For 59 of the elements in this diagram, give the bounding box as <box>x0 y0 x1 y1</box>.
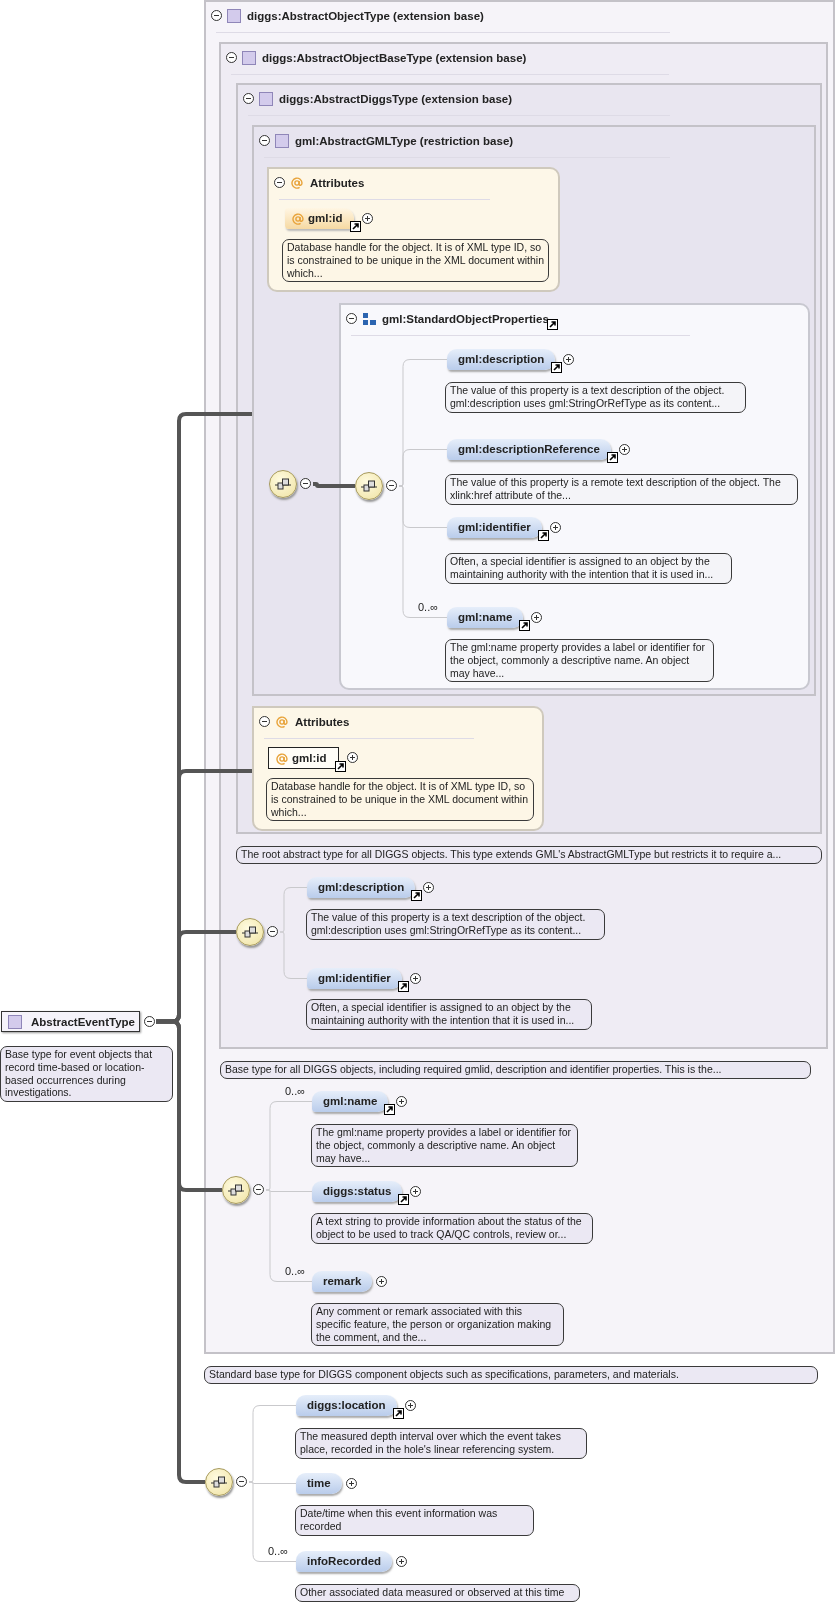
attribute-name: gml:id <box>292 751 327 765</box>
description-callout: Often, a special identifier is assigned to an object by the maintaining authority with the intention that it is used in... <box>445 553 732 584</box>
description-callout: The gml:name property provides a label or identifier for the object, commonly a descriptive name. An object may have... <box>311 1124 578 1168</box>
connector-line <box>265 1189 313 1282</box>
cardinality-label: 0..∞ <box>285 1265 306 1277</box>
type-heading: Attributes <box>310 176 365 190</box>
description-callout: Database handle for the object. It is of XML type ID, so is constrained to be unique in the XML document within which... <box>266 778 534 822</box>
description-callout: Any comment or remark associated with this specific feature, the person or organization making the comment, and the... <box>311 1303 564 1347</box>
attribute-name: gml:id <box>308 211 343 225</box>
cardinality-label: 0..∞ <box>268 1545 289 1557</box>
attributes-box <box>267 167 560 292</box>
description-callout: The value of this property is a text description of the object. gml:description uses gml:StringOrRefType as its content... <box>306 909 605 940</box>
complex-type-box <box>204 0 835 1354</box>
element-node: time <box>296 1473 342 1494</box>
connector-line <box>156 1019 205 1484</box>
element-node: gml:name <box>312 1091 389 1112</box>
connector-line <box>248 1481 297 1562</box>
description-callout: The gml:name property provides a label or identifier for the object, commonly a descriptive name. An object may have... <box>445 639 714 683</box>
cardinality-label: 0..∞ <box>285 1085 306 1097</box>
description-callout: The value of this property is a text description of the object. gml:description uses gml:StringOrRefType as its content... <box>445 382 746 413</box>
type-name: AbstractEventType <box>31 1015 135 1029</box>
type-heading: diggs:AbstractObjectBaseType (extension base) <box>262 51 527 65</box>
complex-type-box <box>219 42 828 1049</box>
description-callout: Database handle for the object. It is of XML type ID, so is constrained to be unique in the XML document within which... <box>282 239 549 283</box>
element-node: diggs:location <box>296 1395 397 1416</box>
element-node: diggs:status <box>312 1181 403 1202</box>
connector-line <box>398 485 448 618</box>
element-node: gml:descriptionReference <box>447 439 611 460</box>
element-node: gml:name <box>447 607 524 628</box>
description-callout: A text string to provide information about the status of the object to be used to track QA/QC controls, review or... <box>311 1213 593 1244</box>
element-node: infoRecorded <box>296 1551 393 1572</box>
description-callout: Standard base type for DIGGS component objects such as specifications, parameters, and materials. <box>204 1366 818 1384</box>
element-node: gml:description <box>307 877 416 898</box>
description-callout: Date/time when this event information was recorded <box>295 1505 534 1536</box>
description-callout: Often, a special identifier is assigned to an object by the maintaining authority with the intention that it is used in... <box>306 999 592 1030</box>
element-node: gml:description <box>447 349 556 370</box>
description-callout: Base type for all DIGGS objects, including required gmlid, description and identifier properties. This is the... <box>220 1061 811 1079</box>
element-node: remark <box>312 1271 373 1292</box>
attribute-node <box>268 747 339 769</box>
connector-line <box>279 931 308 979</box>
description-callout: The root abstract type for all DIGGS objects. This type extends GML's AbstractGMLType but restricts it to require a... <box>236 846 822 864</box>
attributes-box <box>252 706 544 831</box>
attribute-node <box>285 208 354 229</box>
connector-line <box>313 482 355 488</box>
cardinality-label: 0..∞ <box>418 601 439 613</box>
complex-type-box <box>236 83 822 834</box>
type-heading: gml:StandardObjectProperties <box>382 312 549 326</box>
group-box <box>339 303 810 690</box>
type-heading: diggs:AbstractDiggsType (extension base) <box>279 92 513 106</box>
element-node: gml:identifier <box>447 517 542 538</box>
element-node: gml:identifier <box>307 968 402 989</box>
description-callout: The value of this property is a remote text description of the object. The xlink:href attribute of the... <box>445 474 798 505</box>
description-callout: Other associated data measured or observed at this time <box>295 1584 580 1602</box>
type-heading: diggs:AbstractObjectType (extension base) <box>247 9 484 23</box>
description-callout: The measured depth interval over which the event takes place, recorded in the hole's linear referencing system. <box>295 1428 587 1459</box>
type-heading: Attributes <box>295 715 350 729</box>
description-callout: Base type for event objects that record time-based or location-based occurrences during investigations. <box>0 1046 173 1103</box>
complex-type-box <box>252 125 816 696</box>
type-heading: gml:AbstractGMLType (restriction base) <box>295 134 514 148</box>
